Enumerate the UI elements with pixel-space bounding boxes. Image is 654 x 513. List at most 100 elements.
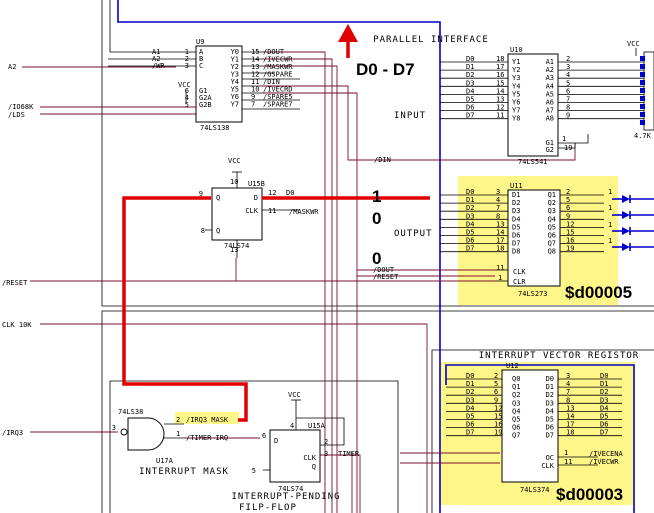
net-label: /IVECENA — [589, 450, 624, 458]
chip-part-u9: 74LS138 — [200, 124, 230, 132]
net-label: D1 — [466, 196, 474, 204]
net-label: /IVECRD — [263, 86, 293, 94]
pin-number: 13 — [251, 63, 259, 71]
pin-label: Y7 — [231, 101, 239, 109]
pin-number: 14 — [496, 229, 504, 237]
net-label: /IVECWR — [589, 458, 619, 466]
pin-label: A4 — [546, 82, 554, 90]
u11-chip — [495, 189, 561, 287]
maroon-wires — [22, 51, 576, 513]
pin-number: 6 — [185, 87, 189, 95]
section-title-mask: INTERRUPT MASK — [139, 467, 229, 477]
u17a-gate — [120, 417, 184, 451]
pin-number: 9 — [199, 190, 203, 198]
pin-label: Y4 — [512, 82, 520, 90]
net-label: D7 — [466, 245, 474, 253]
pin-number: 5 — [566, 79, 570, 87]
net-label-lds: /LDS — [8, 111, 25, 119]
pin-number: 6 — [494, 388, 498, 396]
u12-chip — [501, 369, 598, 483]
pin-number: 11 — [268, 207, 276, 215]
net-label: D5 — [600, 413, 608, 421]
resistor-pin — [640, 104, 645, 109]
pin-label: Y5 — [231, 86, 239, 94]
pin-label: Q6 — [548, 232, 556, 240]
pin-number: 19 — [564, 144, 572, 152]
chip-ref-u17a: U17A — [156, 457, 174, 465]
pin-label: Q — [312, 463, 316, 471]
pin-label: Q8 — [548, 248, 556, 256]
led-icon — [612, 227, 654, 235]
pin-label: Q3 — [548, 207, 556, 215]
net-label: D6 — [466, 237, 474, 245]
pin-label: Y0 — [231, 48, 239, 56]
pin-label: Q2 — [512, 391, 520, 399]
net-label: D4 — [466, 404, 474, 412]
pin-number: 11 — [496, 264, 504, 272]
chip-part-u10: 74LS541 — [518, 158, 548, 166]
net-label: D3 — [600, 396, 608, 404]
net-label: /MASKWR — [263, 63, 293, 71]
pin-number: 18 — [566, 429, 574, 437]
net-label: D4 — [600, 404, 608, 412]
pin-number: 7 — [566, 96, 570, 104]
pin-number: 3 — [566, 63, 570, 71]
pin-number: 10 — [251, 86, 259, 94]
pin-label: Q2 — [548, 199, 556, 207]
pin-number: 2 — [494, 372, 498, 380]
label-output: OUTPUT — [394, 229, 433, 239]
net-label: /WR — [152, 62, 165, 70]
pin-number: 7 — [251, 101, 255, 109]
resistor-pin — [640, 120, 645, 125]
pin-number: 12 — [268, 189, 276, 197]
net-label: D2 — [466, 204, 474, 212]
pin-number: 13 — [230, 246, 238, 254]
address-annotation-output: $d00005 — [565, 283, 632, 302]
pin-number: 13 — [496, 96, 504, 104]
d0-d7-arrow-icon — [338, 24, 358, 58]
net-label: D5 — [466, 96, 474, 104]
led-tag: 1 — [608, 204, 612, 212]
pin-label: A5 — [546, 90, 554, 98]
net-label: /IRQ3 MASK — [186, 416, 229, 424]
net-label: /SPARE7 — [263, 101, 293, 109]
pin-number: 17 — [496, 237, 504, 245]
pin-label: G2 — [546, 146, 554, 154]
pin-label: Y3 — [512, 74, 520, 82]
net-label: D7 — [466, 429, 474, 437]
net-label: /DOUT — [373, 266, 395, 274]
pin-number: 15 — [496, 79, 504, 87]
net-label: D3 — [466, 212, 474, 220]
pin-label: Y6 — [512, 99, 520, 107]
net-label: /MASKWR — [289, 208, 319, 216]
pin-label: B — [199, 55, 203, 63]
pin-number: 1 — [498, 274, 502, 282]
pin-label: D8 — [512, 248, 520, 256]
chip-ref-u10: U10 — [510, 46, 523, 54]
pin-number: 15 — [566, 229, 574, 237]
pin-number: 3 — [324, 450, 328, 458]
pin-number: 6 — [262, 432, 266, 440]
net-label: D3 — [466, 79, 474, 87]
pin-number: 4 — [185, 94, 189, 102]
pin-label: OC — [546, 454, 554, 462]
pin-number: 15 — [251, 48, 259, 56]
digit-annotation: 1 — [372, 187, 381, 206]
pin-label: Y4 — [231, 78, 239, 86]
pin-label: Q0 — [512, 375, 520, 383]
resistor-pin — [640, 56, 645, 61]
digit-annotation: 0 — [372, 249, 381, 268]
pin-label: Y7 — [512, 107, 520, 115]
pin-label: D4 — [512, 215, 520, 223]
pin-number: 3 — [496, 188, 500, 196]
pin-label: G2B — [199, 101, 212, 109]
bus-annotation: D0 - D7 — [356, 60, 415, 79]
pin-number: 12 — [496, 104, 504, 112]
net-label-timer: TIMER — [338, 450, 360, 458]
pin-label: D — [254, 194, 258, 202]
pin-number: 1 — [562, 135, 566, 143]
net-label: D4 — [466, 87, 474, 95]
pin-label: Q4 — [548, 215, 556, 223]
pin-number: 11 — [496, 112, 504, 120]
